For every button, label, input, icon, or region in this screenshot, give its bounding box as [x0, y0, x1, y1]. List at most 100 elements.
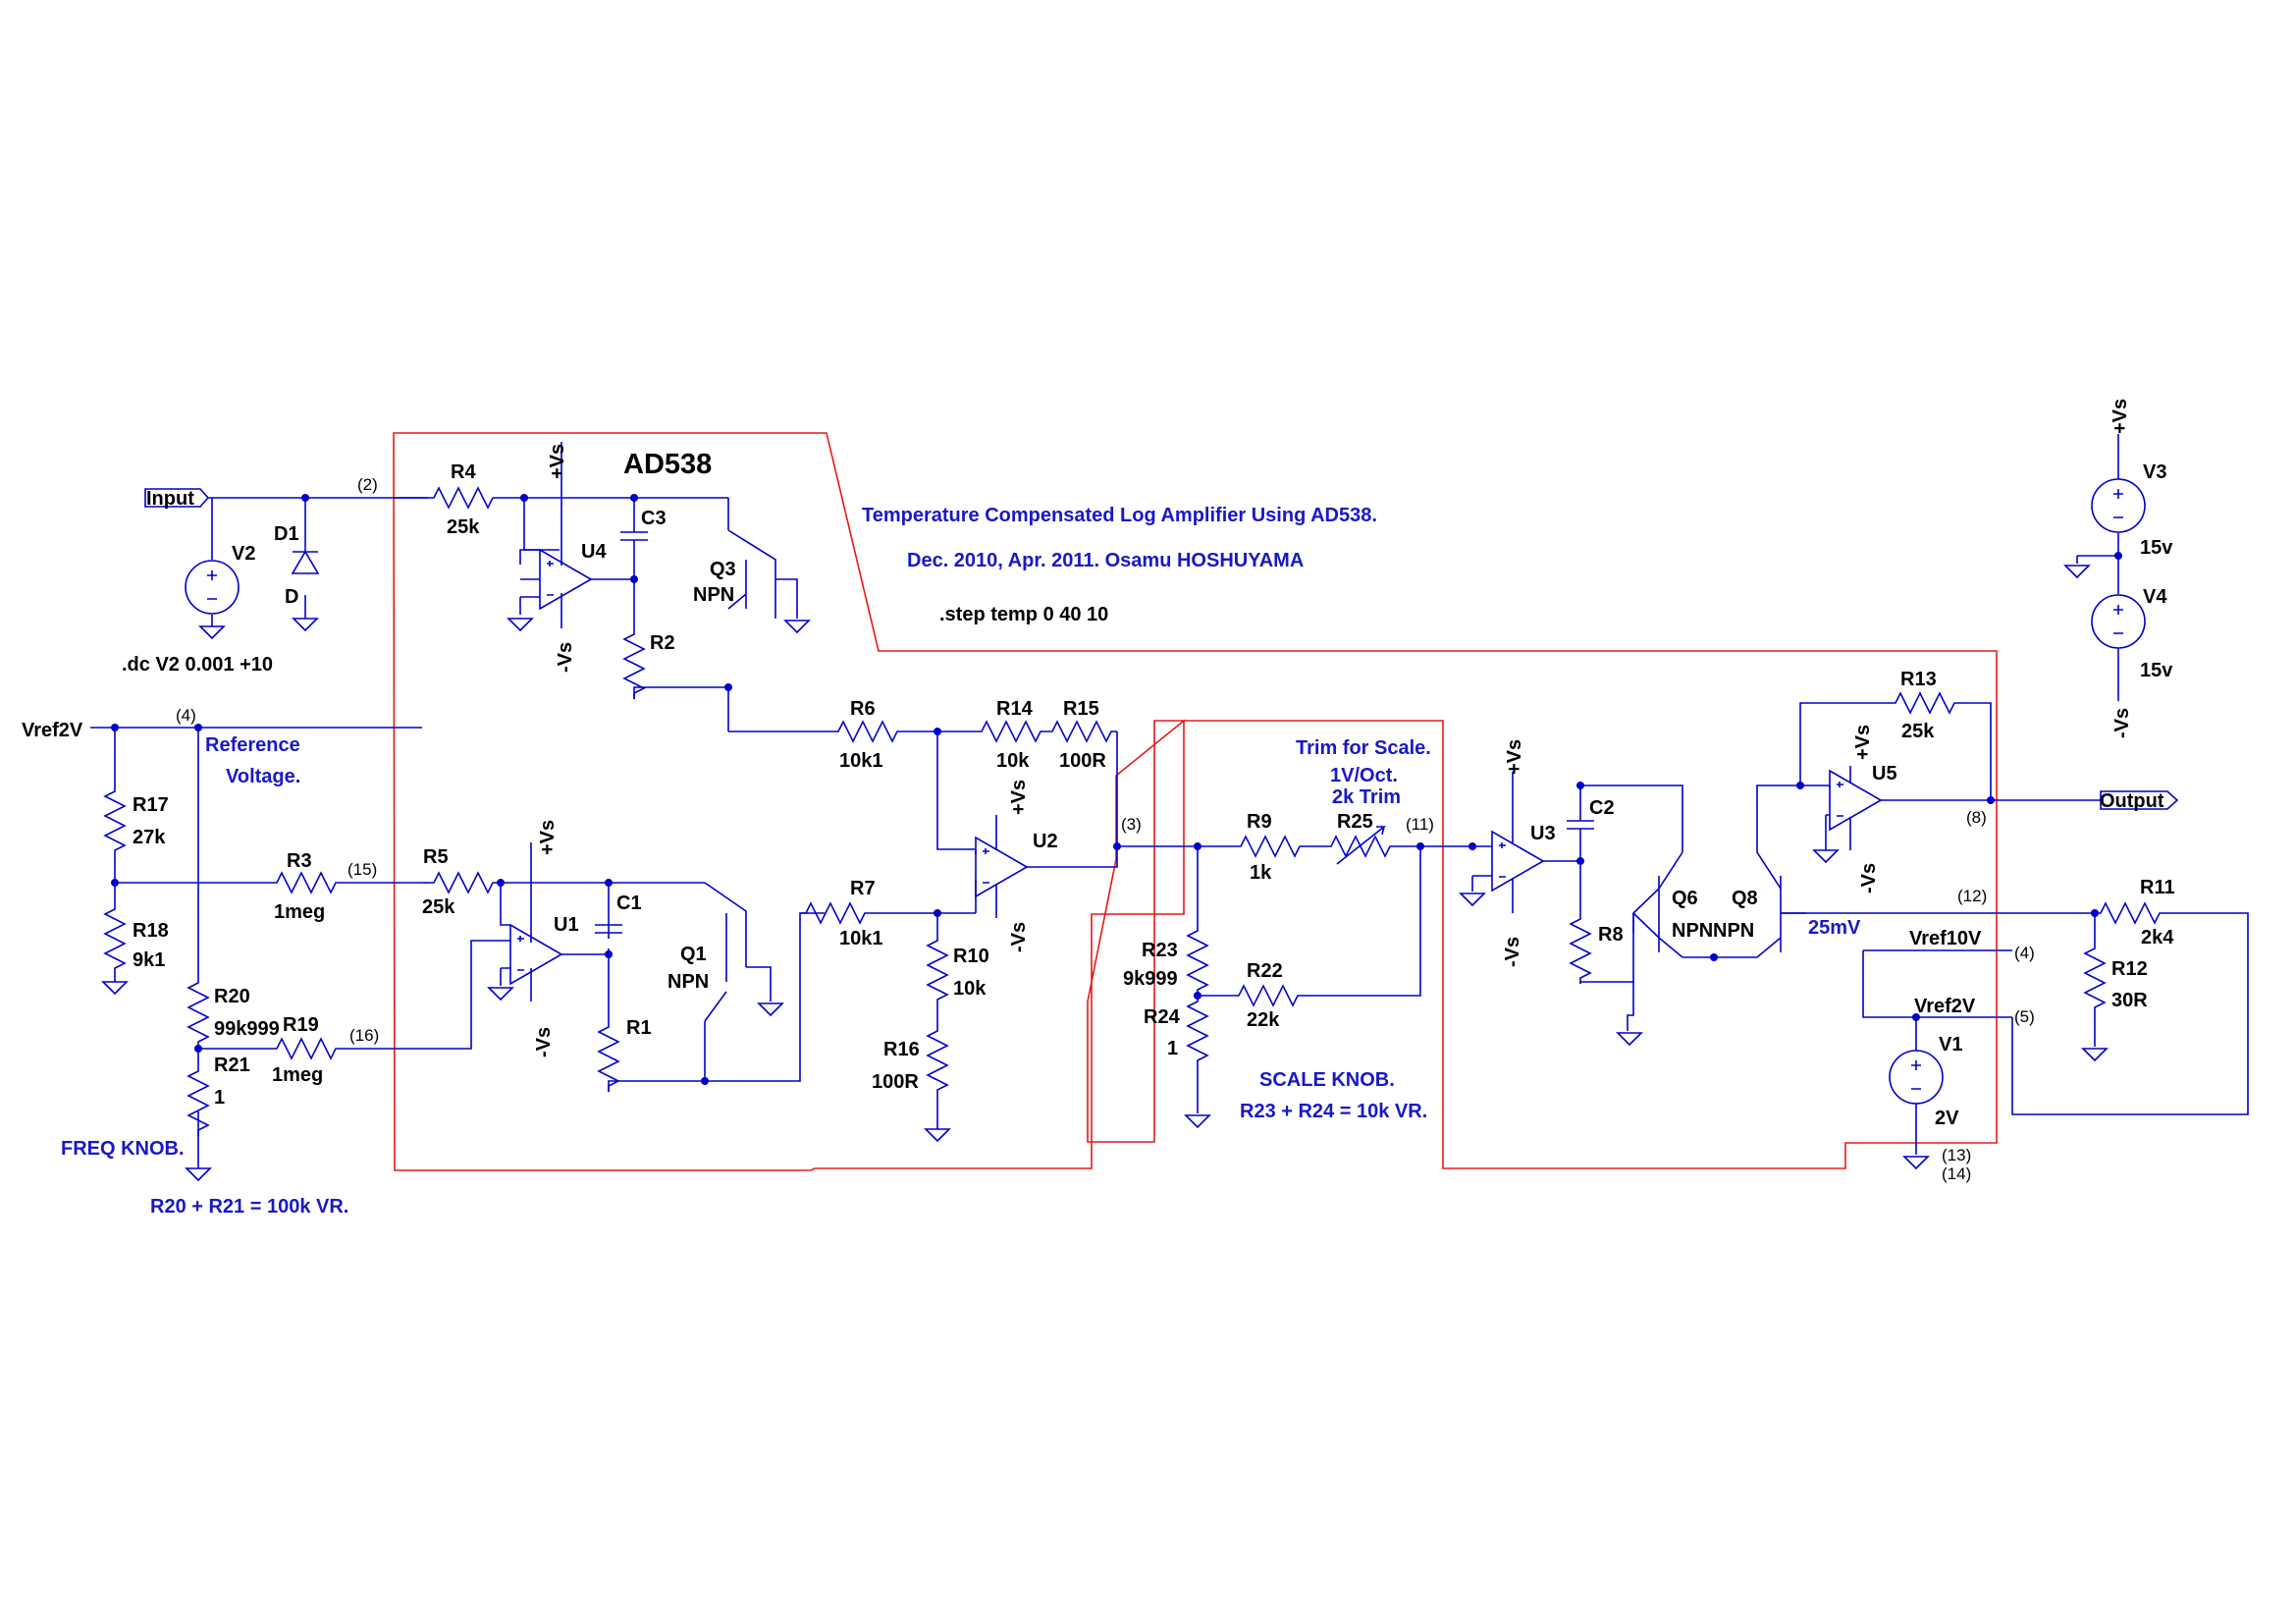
- r16-resistor-icon: [927, 1024, 948, 1097]
- vref2v-label: Vref2V: [22, 720, 83, 741]
- u4-vs-pos: +Vs: [547, 444, 568, 479]
- r7-value: 10k1: [839, 928, 883, 949]
- ground-icon: [2064, 565, 2090, 578]
- node-15-label: (15): [347, 860, 377, 879]
- node-5-label: (5): [2014, 1007, 2035, 1026]
- node-13-label: (13): [1942, 1146, 1971, 1164]
- u1-label: U1: [554, 914, 579, 936]
- ground-icon: [488, 987, 513, 1001]
- u1-vs-pos: +Vs: [537, 820, 559, 855]
- r22-value: 22k: [1247, 1009, 1280, 1031]
- ad538-block-outline: [393, 432, 1998, 1171]
- v3-vs-pos: +Vs: [2109, 399, 2131, 434]
- u5-label: U5: [1872, 763, 1897, 785]
- node-4b-label: (4): [2014, 944, 2035, 962]
- r19-resistor-icon: [270, 1038, 343, 1059]
- ground-icon: [758, 1002, 783, 1016]
- u5-vs-pos: +Vs: [1852, 725, 1874, 760]
- r23-resistor-icon: [1187, 924, 1208, 997]
- r13-resistor-icon: [1889, 692, 1961, 714]
- r10-value: 10k: [953, 978, 987, 1000]
- r11-resistor-icon: [2094, 902, 2166, 924]
- r2-label: R2: [650, 632, 675, 654]
- r1-label: R1: [626, 1017, 652, 1039]
- node-14-label: (14): [1942, 1164, 1971, 1183]
- v2-label: V2: [232, 543, 255, 565]
- q8-label: Q8: [1732, 888, 1758, 909]
- u4-vs-neg: -Vs: [555, 642, 576, 673]
- r6-value: 10k1: [839, 750, 883, 772]
- r4-label: R4: [451, 461, 476, 483]
- node-11-label: (11): [1406, 815, 1434, 834]
- q8-type: NPN: [1713, 920, 1754, 942]
- ground-icon: [102, 981, 128, 995]
- scale-knob-label: SCALE KNOB.: [1259, 1069, 1395, 1091]
- chip-title: AD538: [623, 449, 712, 480]
- r15-value: 100R: [1059, 750, 1106, 772]
- q6-type: NPN: [1672, 920, 1713, 942]
- trim-label-1: Trim for Scale.: [1296, 737, 1431, 759]
- q6-label: Q6: [1672, 888, 1698, 909]
- c1-label: C1: [616, 893, 642, 914]
- r5-value: 25k: [422, 896, 455, 918]
- r13-value: 25k: [1901, 721, 1935, 742]
- trim-label-3: 2k Trim: [1332, 786, 1401, 808]
- v3-value: 15v: [2140, 537, 2173, 559]
- r3-value: 1meg: [274, 901, 325, 923]
- scale-note: R23 + R24 = 10k VR.: [1240, 1101, 1427, 1122]
- r21-label: R21: [214, 1055, 250, 1076]
- input-port-label: Input: [146, 488, 194, 510]
- r10-label: R10: [953, 946, 989, 967]
- node-2-label: (2): [357, 475, 378, 494]
- r20-resistor-icon: [187, 976, 209, 1049]
- r11-value: 2k4: [2141, 927, 2174, 948]
- r15-resistor-icon: [1045, 721, 1118, 742]
- r3-label: R3: [287, 850, 312, 872]
- freq-knob-label: FREQ KNOB.: [61, 1138, 185, 1160]
- v4-label: V4: [2143, 586, 2167, 608]
- freq-note: R20 + R21 = 100k VR.: [150, 1196, 348, 1218]
- u2-vs-neg: -Vs: [1008, 922, 1030, 952]
- output-port-label: Output: [2100, 790, 2164, 812]
- q1-label: Q1: [680, 944, 707, 965]
- mv25-label: 25mV: [1808, 917, 1861, 939]
- r14-label: R14: [996, 698, 1034, 720]
- ground-icon: [186, 1167, 211, 1181]
- ground-icon: [784, 620, 810, 633]
- reference-label-2: Voltage.: [226, 766, 300, 787]
- r12-label: R12: [2111, 958, 2148, 980]
- u2-vs-pos: +Vs: [1008, 780, 1030, 815]
- v1-source-icon: [1889, 1050, 1944, 1105]
- r14-value: 10k: [996, 750, 1030, 772]
- v1-label: V1: [1939, 1034, 1962, 1056]
- r4-resistor-icon: [427, 487, 500, 509]
- node-16-label: (16): [349, 1026, 379, 1045]
- v2-source-icon: [185, 560, 240, 615]
- r6-label: R6: [850, 698, 876, 720]
- r8-label: R8: [1598, 924, 1624, 946]
- q3-type: NPN: [693, 584, 734, 606]
- d1-model: D: [285, 586, 298, 608]
- r23-value: 9k999: [1123, 968, 1178, 990]
- input-port-shape: [144, 488, 210, 508]
- ground-icon: [1903, 1156, 1929, 1169]
- r15-label: R15: [1063, 698, 1099, 720]
- u1-vs-neg: -Vs: [533, 1027, 555, 1057]
- ground-icon: [1460, 893, 1485, 906]
- r5-resistor-icon: [427, 872, 500, 893]
- c3-label: C3: [641, 508, 667, 529]
- r10-resistor-icon: [927, 934, 948, 1006]
- reference-label-1: Reference: [205, 734, 300, 756]
- r17-resistor-icon: [104, 785, 126, 857]
- r24-resistor-icon: [1187, 995, 1208, 1067]
- r22-label: R22: [1247, 960, 1283, 982]
- r19-value: 1meg: [272, 1064, 323, 1086]
- ground-icon: [507, 618, 533, 631]
- dc-directive: .dc V2 0.001 +10: [122, 654, 273, 676]
- u2-label: U2: [1033, 831, 1058, 852]
- r7-label: R7: [850, 878, 876, 899]
- v4-source-icon: [2091, 594, 2146, 649]
- node-3-label: (3): [1121, 815, 1142, 834]
- r5-label: R5: [423, 846, 449, 868]
